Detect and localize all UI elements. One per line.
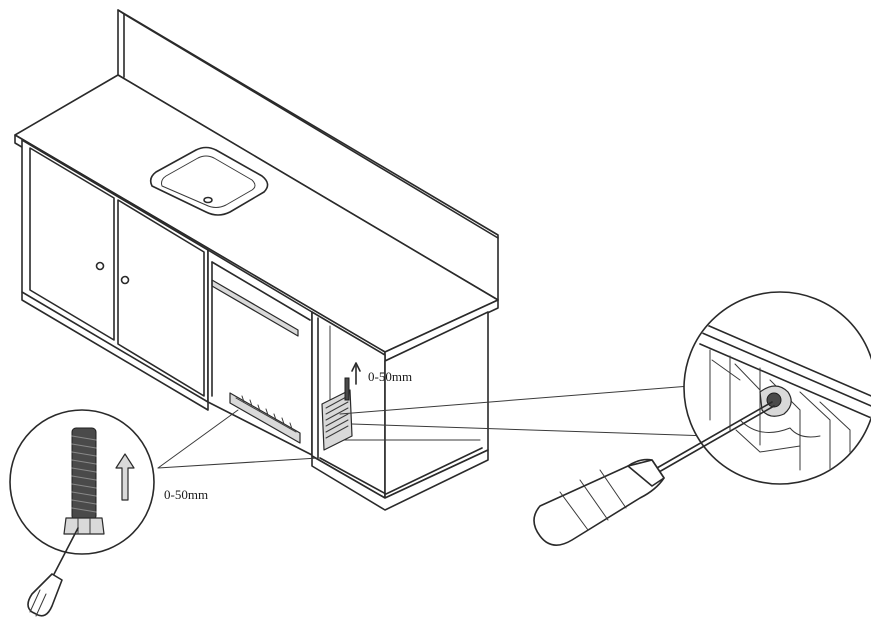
sink: [149, 146, 269, 216]
door-knob-icon: [95, 261, 105, 271]
screwdriver-right: [533, 401, 775, 546]
backsplash: [117, 9, 499, 301]
door-knob-icon: [120, 275, 130, 285]
rear-adjust-detail: [683, 291, 871, 485]
screwdriver-left: [27, 527, 79, 617]
detail-range-label: 0-50mm: [164, 487, 208, 502]
cabinet-range-label: 0-50mm: [368, 369, 412, 384]
drain-icon: [203, 196, 213, 204]
foot-adjust-detail: [9, 409, 155, 555]
right-open-cabinet: [311, 311, 489, 511]
up-arrow-icon: [115, 453, 135, 501]
dishwasher: [207, 249, 313, 456]
callout-leaders: [157, 385, 711, 469]
